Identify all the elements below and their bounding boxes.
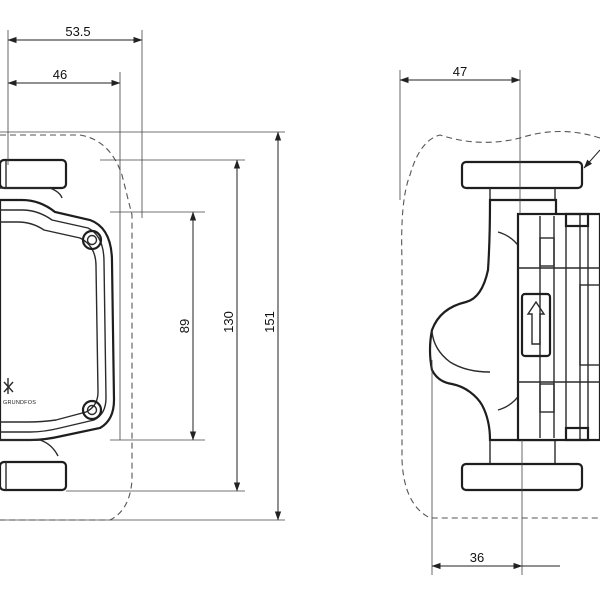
control-box: [0, 198, 116, 442]
side-top-flange: [460, 160, 584, 200]
bottom-flange: [0, 439, 68, 492]
screw-top: [81, 229, 103, 251]
front-envelope-outline: [0, 134, 133, 521]
brand-text: GRUNDFOS: [3, 400, 36, 406]
dim-47-label: 47: [453, 64, 467, 79]
dim-151-label: 151: [262, 311, 277, 333]
brand-logo: GRUNDFOS: [3, 378, 36, 406]
side-envelope-outline: [401, 130, 600, 519]
side-view: 47 36: [399, 64, 600, 575]
dim-36-label: 36: [470, 550, 484, 565]
motor-housing: [516, 212, 600, 442]
flow-direction-arrow-icon: [520, 292, 552, 358]
dim-130-label: 130: [221, 311, 236, 333]
top-flange: [0, 158, 68, 199]
dim-53-5-label: 53.5: [65, 24, 90, 39]
screw-bottom: [81, 399, 103, 421]
dim-89-label: 89: [177, 319, 192, 333]
dim-46-label: 46: [53, 67, 67, 82]
front-view: GRUNDFOS 53.5 46 89 130 151: [0, 24, 285, 521]
